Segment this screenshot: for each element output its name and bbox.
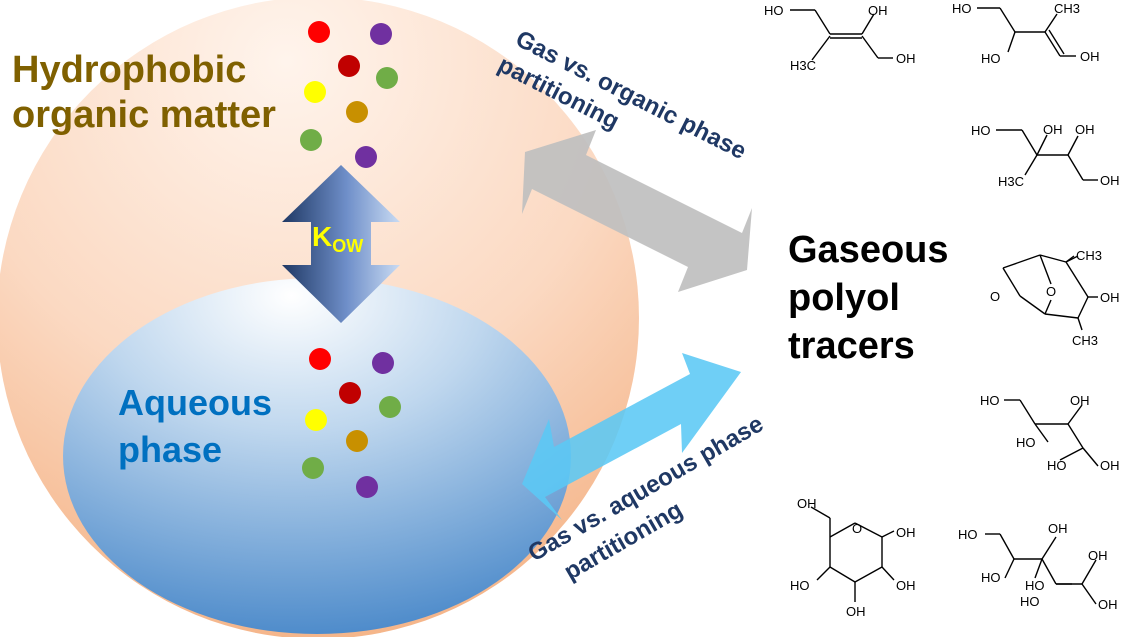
dot (302, 457, 324, 479)
gas-label-line2: polyol (788, 277, 900, 319)
atom-label: HO (952, 1, 972, 16)
gas-label-line1: Gaseous (788, 229, 949, 271)
molecule-5-structure (1004, 399, 1099, 467)
atom-label: OH (1080, 49, 1100, 64)
atom-label: H3C (790, 58, 816, 73)
atom-label: HO (1020, 594, 1040, 609)
atom-label: OH (1088, 548, 1108, 563)
dot (300, 129, 322, 151)
atom-label: OH (1043, 122, 1063, 137)
dot (370, 23, 392, 45)
atom-label: HO (790, 578, 810, 593)
atom-label: OH (896, 578, 916, 593)
organic-dots (300, 21, 398, 168)
atom-label: HO (958, 527, 978, 542)
kow-double-arrow (282, 165, 400, 323)
dot (346, 430, 368, 452)
dot (338, 55, 360, 77)
atom-label: HO (981, 51, 1001, 66)
atom-label: O (1046, 284, 1056, 299)
atom-label: HO (971, 123, 991, 138)
dot (379, 396, 401, 418)
atom-label: OH (868, 3, 888, 18)
atom-label: OH (1100, 173, 1120, 188)
atom-label: OH (846, 604, 866, 619)
atom-label: OH (1075, 122, 1095, 137)
organic-partition-arrow (522, 130, 752, 292)
gas-label-line3: tracers (788, 325, 915, 367)
atom-label: OH (896, 525, 916, 540)
dot (309, 348, 331, 370)
atom-label: OH (896, 51, 916, 66)
aqueous-phase-ellipse (63, 278, 571, 634)
atom-label: HO (1016, 435, 1036, 450)
atom-label: OH (1098, 597, 1118, 612)
atom-label: CH3 (1054, 1, 1080, 16)
dot (308, 21, 330, 43)
dot (339, 382, 361, 404)
molecule-6-structure (810, 506, 895, 602)
atom-label: CH3 (1072, 333, 1098, 348)
dot (346, 101, 368, 123)
atom-label: HO (764, 3, 784, 18)
molecule-4-structure (1002, 254, 1098, 331)
dot (356, 476, 378, 498)
molecule-3-structure (996, 129, 1098, 181)
aqueous-label-line1: Aqueous (118, 382, 272, 423)
kow-subscript: OW (332, 236, 363, 256)
atom-label: OH (1048, 521, 1068, 536)
atom-label: HO (1047, 458, 1067, 473)
organic-label-line1: Hydrophobic (12, 49, 246, 91)
molecule-labels: HO OH H3C OH HO CH3 HO OH HO OH OH H3C O… (764, 1, 1120, 619)
molecule-7-structure (985, 533, 1097, 605)
aqueous-dots (302, 348, 401, 498)
atom-label: OH (1070, 393, 1090, 408)
dot (304, 81, 326, 103)
molecule-1-structure (790, 9, 893, 61)
dot (372, 352, 394, 374)
atom-label: OH (1100, 458, 1120, 473)
dot (355, 146, 377, 168)
organic-label-line2: organic matter (12, 94, 276, 136)
atom-label: OH (1100, 290, 1120, 305)
aqueous-partition-arrow (522, 353, 741, 520)
dot (376, 67, 398, 89)
atom-label: HO (1025, 578, 1045, 593)
aqueous-label-line2: phase (118, 429, 222, 470)
atom-label: CH3 (1076, 248, 1102, 263)
atom-label: HO (981, 570, 1001, 585)
atom-label: O (990, 289, 1000, 304)
atom-label: O (852, 521, 862, 536)
dot (305, 409, 327, 431)
atom-label: OH (797, 496, 817, 511)
kow-label: KOW (312, 221, 363, 256)
molecule-2-structure (977, 7, 1076, 57)
atom-label: H3C (998, 174, 1024, 189)
atom-label: HO (980, 393, 1000, 408)
